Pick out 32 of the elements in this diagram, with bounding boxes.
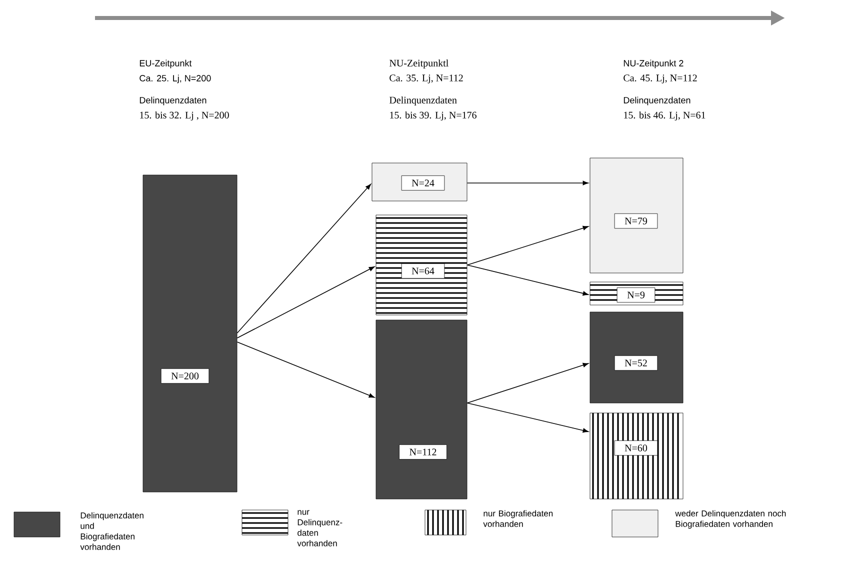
column-heading: NU-Zeitpunktl (390, 59, 448, 69)
bar: N=200 (142, 174, 238, 492)
column-heading: 15. bis 39. Lj, N=176 (390, 111, 476, 121)
arrow (466, 362, 589, 404)
bar: N=79 (590, 158, 684, 274)
bar: N=60 (590, 412, 684, 500)
column-heading: Ca. 45. Lj, N=112 (624, 74, 697, 84)
column-heading: Delinquenzdaten (140, 96, 206, 106)
arrow (466, 226, 589, 266)
arrow (466, 402, 589, 433)
column-heading: Ca. 25. Lj, N=200 (140, 74, 211, 84)
bar: N=64 (375, 214, 468, 316)
legend-text: Delinquenzdaten und Biografiedaten vorhanden (80, 512, 144, 550)
arrow (466, 180, 588, 186)
bar: N=24 (372, 162, 468, 202)
column-heading: EU-Zeitpunkt (140, 60, 192, 68)
bar: N=112 (376, 320, 468, 500)
bar: N=52 (590, 312, 684, 404)
arrow (236, 266, 375, 338)
column-heading: Delinquenzdaten (390, 96, 457, 106)
column-heading: 15. bis 32. Lj , N=200 (140, 111, 229, 121)
legend-text: nur Biografiedaten vorhanden (483, 510, 553, 527)
legend-text: weder Delinquenzdaten noch Biografiedaten vorhanden (675, 510, 786, 529)
column-heading: Delinquenzdaten (624, 96, 690, 106)
arrow (236, 184, 372, 334)
arrow (236, 342, 375, 398)
column-heading: Ca. 35. Lj, N=112 (390, 74, 463, 84)
legend-text: nur Delinquenz- daten vorhanden (297, 510, 342, 546)
arrow (466, 264, 589, 296)
column-heading: NU-Zeitpunkt 2 (624, 60, 684, 68)
column-heading: 15. bis 46. Lj, N=61 (624, 111, 706, 121)
bar: N=9 (589, 282, 684, 306)
